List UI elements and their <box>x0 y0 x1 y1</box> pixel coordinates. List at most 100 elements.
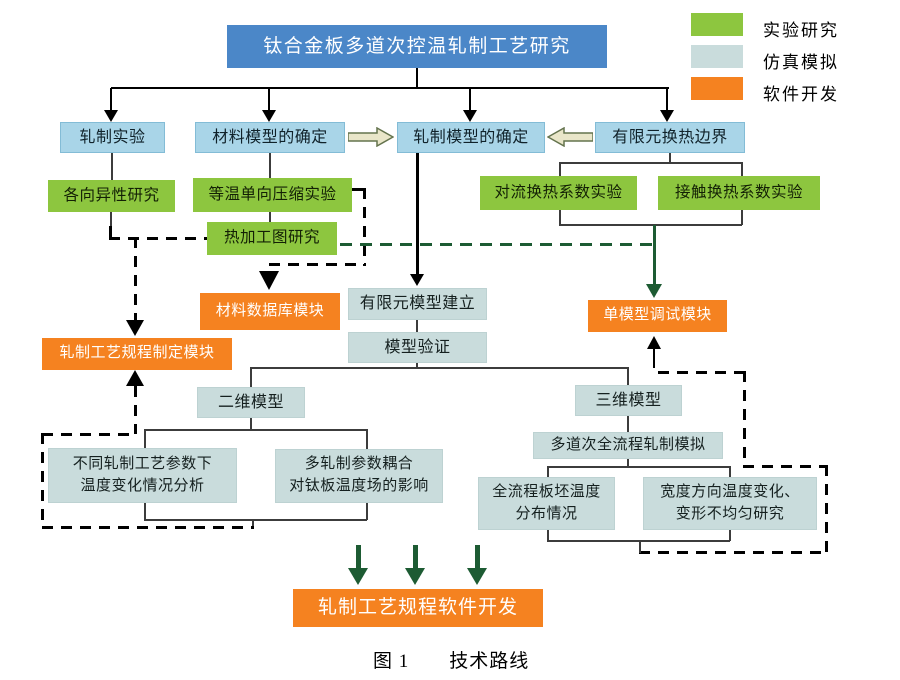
dashed-connector <box>363 188 366 266</box>
connector-line <box>416 68 418 88</box>
box-model-3d: 三维模型 <box>575 385 682 416</box>
box-software-development: 轧制工艺规程软件开发 <box>293 589 543 627</box>
connector-line <box>144 429 367 431</box>
connector-line <box>547 540 730 542</box>
connector-line <box>547 466 730 468</box>
connector-line <box>666 88 668 112</box>
connector-line <box>356 545 361 569</box>
box-slab-temperature: 全流程板坯温度 分布情况 <box>478 477 615 530</box>
dashed-connector <box>41 433 44 528</box>
connector-line <box>250 418 252 430</box>
arrowhead-down <box>405 568 425 585</box>
box-isothermal-compression: 等温单向压缩实验 <box>193 178 352 212</box>
connector-line <box>653 225 656 285</box>
box-rolling-schedule-module: 轧制工艺规程制定模块 <box>42 338 232 370</box>
dashed-connector <box>109 237 207 240</box>
connector-line <box>111 87 669 89</box>
figure-caption: 图 1 技术路线 <box>373 651 530 672</box>
connector-line <box>669 153 671 163</box>
connector-line <box>144 503 146 520</box>
box-hot-processing-map: 热加工图研究 <box>207 222 337 255</box>
legend-swatch-experimental <box>691 13 743 36</box>
green-dashed-connector <box>340 243 656 246</box>
connector-line <box>110 212 112 226</box>
dashed-connector <box>109 226 112 239</box>
connector-line <box>559 224 742 226</box>
box-model-2d: 二维模型 <box>197 387 305 418</box>
box-coupling-influence: 多轧制参数耦合 对钛板温度场的影响 <box>275 449 443 503</box>
connector-line <box>627 459 629 468</box>
dashed-connector <box>743 465 828 468</box>
arrowhead-down <box>410 274 424 286</box>
box-anisotropy: 各向异性研究 <box>48 180 175 212</box>
dashed-connector <box>269 263 366 266</box>
arrowhead-down <box>259 271 279 290</box>
connector-line <box>627 416 629 433</box>
connector-line <box>729 466 731 477</box>
box-material-database-module: 材料数据库模块 <box>200 293 340 330</box>
dashed-connector <box>658 371 745 374</box>
dashed-connector <box>134 386 137 434</box>
dashed-connector <box>134 237 137 321</box>
arrowhead-down <box>660 110 674 122</box>
connector-line <box>252 519 254 529</box>
arrowhead-down <box>348 568 368 585</box>
connector-line <box>269 153 271 178</box>
box-rolling-experiment: 轧制实验 <box>60 122 165 153</box>
legend-label-experimental: 实验研究 <box>763 21 839 40</box>
arrowhead-down <box>646 284 662 298</box>
box-param-temperature-analysis: 不同轧制工艺参数下 温度变化情况分析 <box>48 448 237 503</box>
connector-line <box>559 162 742 164</box>
block-arrow-right-icon <box>348 127 394 147</box>
connector-line <box>268 88 270 112</box>
arrowhead-up <box>647 336 661 349</box>
connector-line <box>627 367 629 385</box>
dashed-connector <box>352 188 366 191</box>
box-multipass-simulation: 多道次全流程轧制模拟 <box>533 432 723 459</box>
connector-line <box>416 363 418 368</box>
box-material-model: 材料模型的确定 <box>195 122 345 153</box>
box-fe-model-setup: 有限元模型建立 <box>348 288 487 320</box>
connector-line <box>366 429 368 449</box>
connector-line <box>110 88 112 112</box>
connector-line <box>416 320 418 332</box>
legend-swatch-software <box>691 77 743 100</box>
legend-label-simulation: 仿真模拟 <box>763 53 839 72</box>
connector-line <box>250 367 628 369</box>
arrowhead-down <box>262 110 276 122</box>
connector-line <box>250 367 252 387</box>
box-width-direction: 宽度方向温度变化、 变形不均匀研究 <box>643 477 817 530</box>
connector-line <box>653 349 655 368</box>
title-box: 钛合金板多道次控温轧制工艺研究 <box>227 25 607 68</box>
box-fe-heat-boundary: 有限元换热边界 <box>595 122 745 153</box>
dashed-connector <box>825 465 828 553</box>
connector-line <box>547 530 549 541</box>
box-rolling-model: 轧制模型的确定 <box>397 122 545 153</box>
connector-line <box>144 429 146 448</box>
box-model-validation: 模型验证 <box>348 332 487 363</box>
box-convective-experiment: 对流换热系数实验 <box>480 176 637 210</box>
connector-line <box>639 541 641 553</box>
dashed-connector <box>42 433 136 436</box>
connector-line <box>144 519 367 521</box>
box-contact-experiment: 接触换热系数实验 <box>658 176 820 210</box>
connector-line <box>269 212 271 222</box>
dashed-connector <box>743 371 746 468</box>
legend-label-software: 软件开发 <box>763 85 839 104</box>
arrowhead-down <box>104 110 118 122</box>
arrowhead-down <box>126 320 144 336</box>
dashed-connector <box>639 551 828 554</box>
arrowhead-down <box>463 110 477 122</box>
connector-line <box>469 88 471 112</box>
box-single-model-debug-module: 单模型调试模块 <box>588 300 727 332</box>
connector-line <box>416 153 419 275</box>
connector-line <box>547 466 549 477</box>
connector-line <box>111 153 113 180</box>
legend-swatch-simulation <box>691 45 743 68</box>
connector-line <box>413 545 418 569</box>
arrowhead-down <box>467 568 487 585</box>
block-arrow-left-icon <box>547 127 593 147</box>
connector-line <box>729 530 731 541</box>
arrowhead-up <box>126 370 144 386</box>
